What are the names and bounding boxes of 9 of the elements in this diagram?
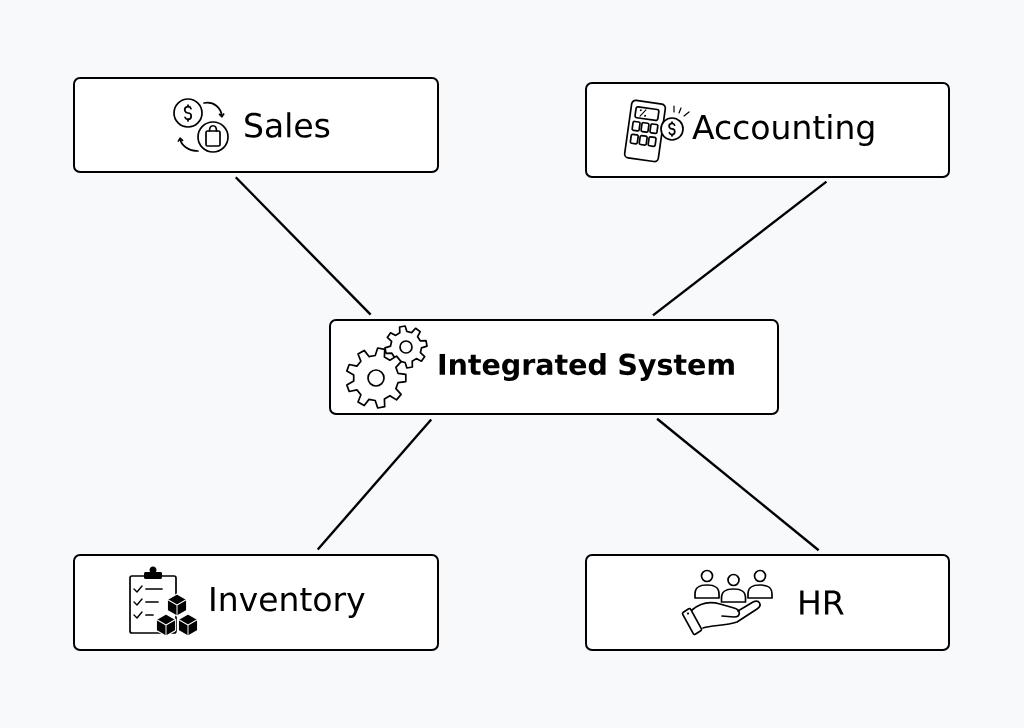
process-box: Accounting [585, 82, 950, 178]
connector-line [652, 180, 828, 317]
connector-line [656, 417, 820, 552]
process-box: HR [585, 554, 950, 651]
process-box: Inventory [73, 554, 439, 651]
process-box: Sales [73, 77, 439, 173]
process-box: Integrated System [329, 319, 779, 415]
connector-line [234, 176, 372, 316]
connector-line [316, 418, 433, 551]
